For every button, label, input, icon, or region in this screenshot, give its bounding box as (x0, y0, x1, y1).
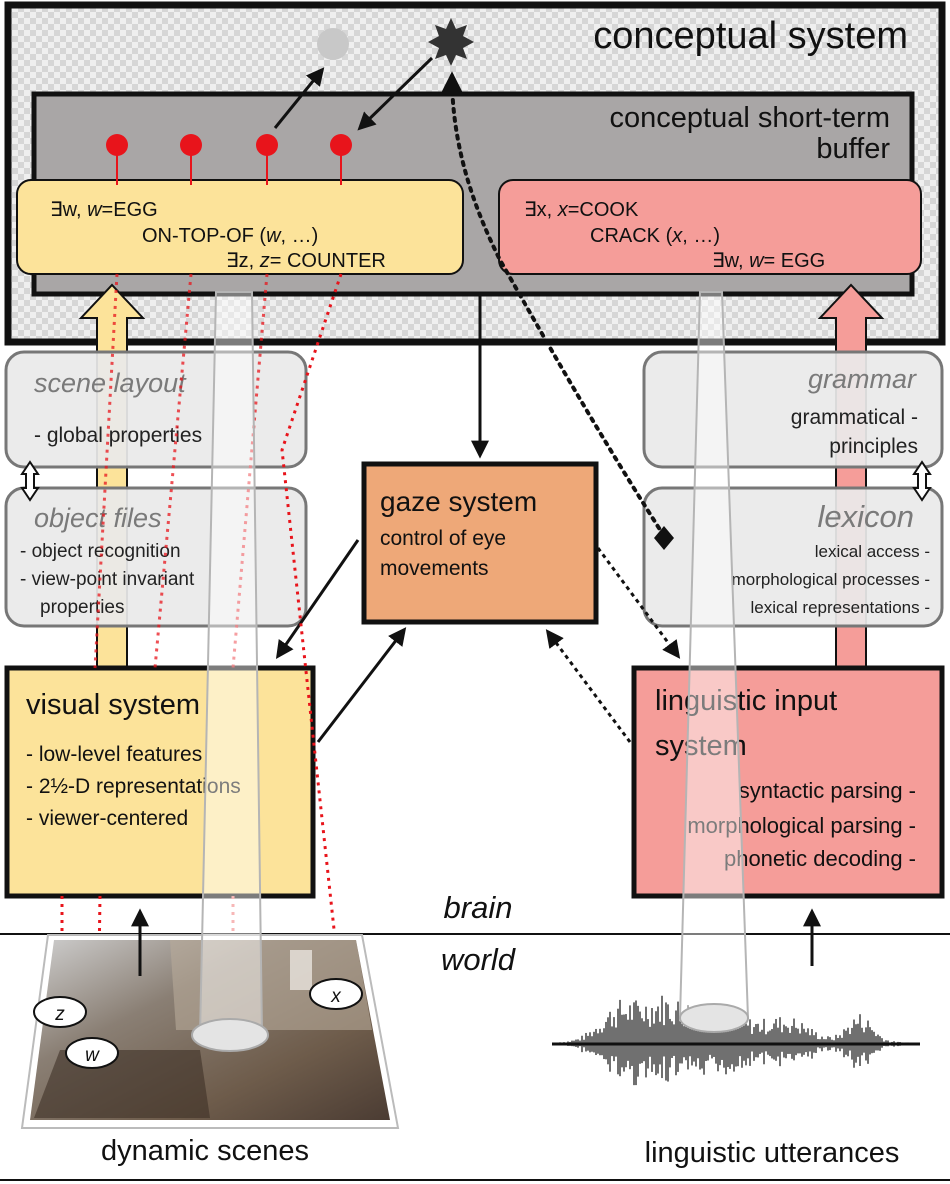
gaze-system: gaze system control of eye movements (361, 461, 599, 625)
object-label-x: x (309, 978, 363, 1010)
linguistic-input-system-box (631, 665, 945, 899)
cone-base (679, 1003, 749, 1033)
scene-layout-item: - global properties (34, 424, 202, 447)
gaze-system-box (361, 461, 599, 625)
lexicon-item2: morphological processes - (732, 570, 930, 589)
linguistic-system-item2: morphological parsing - (687, 813, 916, 838)
scene-layout-title: scene layout (34, 368, 187, 398)
pointer-dot (180, 134, 202, 156)
scene-representation-box (16, 179, 464, 275)
lexicon: lexicon lexical access - morphological p… (642, 486, 944, 628)
scene-layout-box (4, 350, 308, 469)
arrow-from-star (357, 56, 434, 131)
cone-base (191, 1018, 269, 1052)
visual-system-item1: - low-level features (26, 743, 202, 766)
arrow-gaze-to-linguistic (596, 547, 681, 659)
arrow-linguistic-to-gaze (545, 629, 632, 743)
scene-rep-line3: ∃z, z= COUNTER (226, 250, 386, 272)
lexicon-box (642, 486, 944, 628)
language-representation-box (498, 179, 922, 275)
object-files-title: object files (34, 503, 162, 533)
gaze-system-line2: movements (380, 557, 489, 580)
scene-layout-object-files-link (20, 460, 40, 502)
arrow-to-circle (273, 67, 325, 129)
lexicon-title: lexicon (818, 499, 915, 534)
pointer-line (231, 273, 269, 669)
lang-rep-line3: ∃w, w= EGG (712, 250, 825, 272)
visual-system-title: visual system (26, 689, 200, 721)
linguistic-input-system: linguistic input system syntactic parsin… (631, 665, 945, 899)
lang-rep-line2: CRACK (x, …) (590, 225, 720, 247)
arrow-gaze-to-visual (275, 539, 360, 659)
object-files-item2: - view-point invariant (20, 569, 195, 590)
scene-representation: ∃w, w=EGG ON-TOP-OF (w, …) ∃z, z= COUNTE… (16, 179, 464, 275)
scene-rep-line1: ∃w, w=EGG (50, 199, 158, 221)
scene-rep-line2: ON-TOP-OF (w, …) (142, 225, 318, 247)
visual-system: visual system - low-level features - 2½-… (4, 665, 316, 899)
pointer-line-x (280, 273, 346, 970)
pointer-dot (256, 134, 278, 156)
world-label: world (441, 942, 517, 977)
visual-system-item3: - viewer-centered (26, 807, 188, 830)
conceptual-system: conceptual system conceptual short-term … (4, 1, 946, 346)
buffer-title-line1: conceptual short-term (610, 102, 890, 134)
speech-waveform (552, 995, 920, 1086)
linguistic-utterances-caption: linguistic utterances (645, 1137, 900, 1169)
pointer-dot (330, 134, 352, 156)
brain-label: brain (444, 890, 513, 925)
object-label-w-text: w (85, 1045, 100, 1066)
attention-cone-linguistic (678, 291, 750, 1033)
object-files-item1: - object recognition (20, 541, 181, 562)
waveform-bars (559, 995, 911, 1086)
linguistic-system-title-line1: linguistic input (655, 685, 837, 717)
linguistic-system-item1: syntactic parsing - (739, 778, 916, 803)
lexicon-item3: lexical representations - (750, 598, 930, 617)
gaze-system-title: gaze system (380, 486, 537, 517)
lexicon-diamond-icon (654, 526, 674, 550)
lexicon-item1: lexical access - (815, 542, 930, 561)
dynamic-scenes-caption: dynamic scenes (101, 1135, 309, 1167)
linguistic-system-title-line2: system (655, 730, 747, 762)
visual-system-item2: - 2½-D representations (26, 775, 241, 798)
scene-layout: scene layout - global properties (4, 350, 308, 469)
object-files-box (4, 486, 308, 628)
object-label-x-text: x (330, 986, 342, 1007)
attention-cone-visual (191, 291, 269, 1052)
object-files-item3: properties (40, 597, 125, 618)
grammar-title: grammar (808, 364, 917, 394)
object-files: object files - object recognition - view… (4, 486, 308, 628)
grammar-lexicon-link (912, 460, 932, 502)
pointer-line (153, 273, 193, 669)
linguistic-system-item3: phonetic decoding - (724, 846, 916, 871)
visual-system-box (4, 665, 316, 899)
gaze-system-line1: control of eye (380, 527, 506, 550)
concept-star-icon (428, 18, 474, 66)
object-label-w: w (65, 1037, 119, 1069)
language-representation: ∃x, x=COOK CRACK (x, …) ∃w, w= EGG (498, 179, 922, 275)
object-label-z: z (33, 996, 87, 1028)
concept-circle-icon (317, 28, 349, 60)
pointer-dot (106, 134, 128, 156)
grammar: grammar grammatical - principles (642, 350, 944, 469)
grammar-item2: principles (829, 435, 918, 458)
person-figure (290, 950, 312, 990)
pointer-line (93, 273, 119, 669)
lang-rep-line1: ∃x, x=COOK (524, 199, 639, 221)
arrow-visual-to-gaze (316, 627, 407, 743)
arrow-lexicon-to-concept (440, 71, 666, 538)
object-label-z-text: z (54, 1004, 65, 1025)
conceptual-system-title: conceptual system (593, 15, 908, 57)
grammar-box (642, 350, 944, 469)
buffer-title-line2: buffer (816, 133, 890, 165)
grammar-item1: grammatical - (791, 406, 918, 429)
